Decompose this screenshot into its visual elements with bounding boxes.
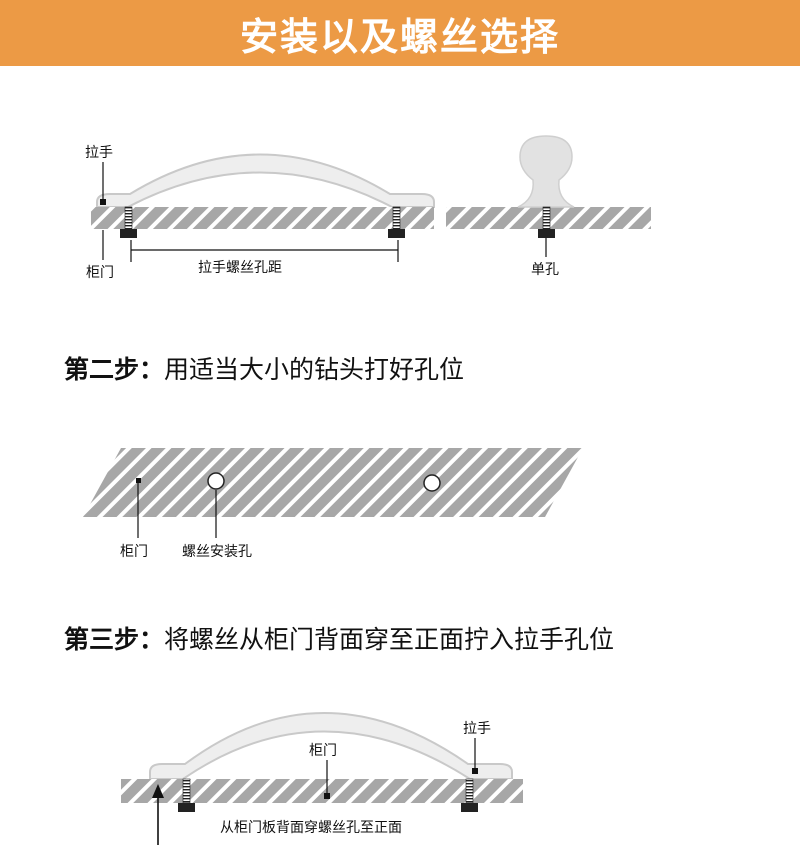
single-hole-label: 单孔 <box>531 262 559 278</box>
step-2-text: 用适当大小的钻头打好孔位 <box>164 355 465 384</box>
figure-install: 拉手 柜门 从柜门板背面穿螺丝孔至正面 <box>121 712 523 845</box>
handle-label: 拉手 <box>85 145 113 161</box>
install-screw-left <box>178 778 195 812</box>
screw-hole-label: 螺丝安装孔 <box>182 544 252 560</box>
knob-handle <box>517 135 575 208</box>
door-label: 柜门 <box>86 265 114 281</box>
step-3-number: 第三步： <box>64 625 165 654</box>
step-3-text: 将螺丝从柜门背面穿至正面拧入拉手孔位 <box>164 625 615 654</box>
arch-handle <box>96 153 435 208</box>
drill-door-label: 柜门 <box>120 544 148 560</box>
install-door-board <box>121 779 523 803</box>
door-panel-parallelogram <box>83 448 583 517</box>
screw-left <box>120 206 137 238</box>
screw-right <box>388 206 405 238</box>
figure-drill-holes: 柜门 螺丝安装孔 <box>83 448 583 560</box>
screw-hole-left <box>207 472 225 490</box>
step-2-number: 第二步： <box>64 355 165 384</box>
step-2-heading: 第二步：用适当大小的钻头打好孔位 <box>64 350 464 386</box>
header-banner: 安装以及螺丝选择 <box>0 0 800 66</box>
screw-knob <box>538 206 555 238</box>
install-handle-label: 拉手 <box>463 721 491 737</box>
screw-hole-right <box>423 474 441 492</box>
spacing-label: 拉手螺丝孔距 <box>198 260 282 276</box>
install-door-label: 柜门 <box>309 743 337 759</box>
door-board <box>91 207 434 229</box>
figure-handle-types: 拉手 柜门 拉手螺丝孔距 单孔 <box>85 135 651 281</box>
page-title: 安装以及螺丝选择 <box>239 14 560 59</box>
install-screw-right <box>461 778 478 812</box>
install-bottom-label: 从柜门板背面穿螺丝孔至正面 <box>220 820 402 836</box>
step-3-heading: 第三步：将螺丝从柜门背面穿至正面拧入拉手孔位 <box>64 620 614 656</box>
